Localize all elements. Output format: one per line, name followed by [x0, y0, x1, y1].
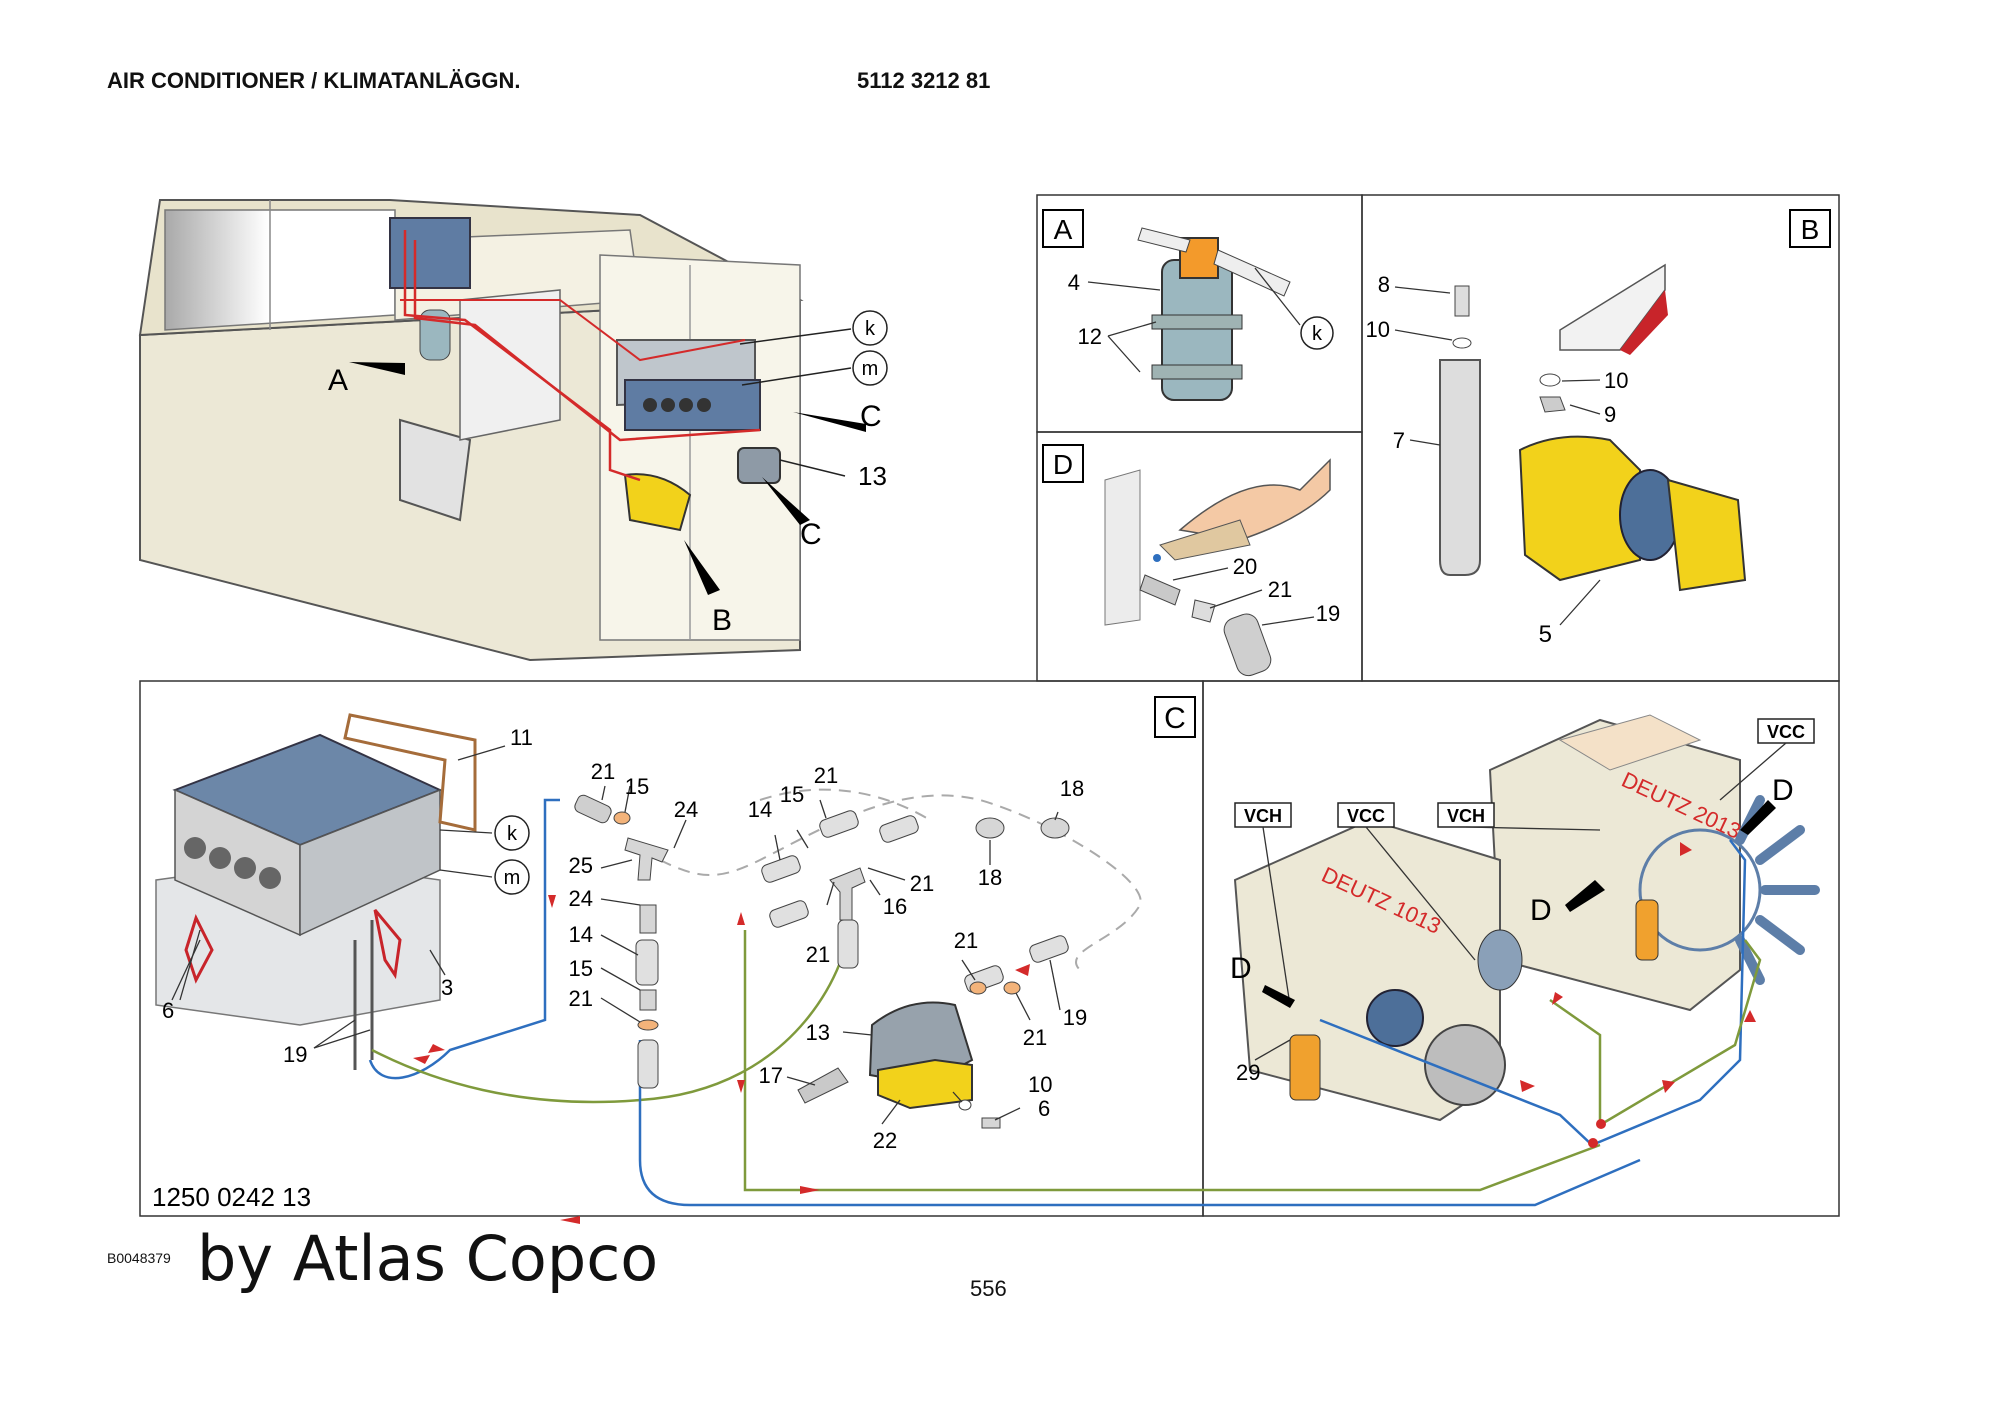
mounting-bracket	[1439, 359, 1481, 576]
compressor-b	[1518, 435, 1641, 582]
panel-a: A 4 12 k	[1042, 209, 1334, 401]
callout-D-mid: D	[1530, 894, 1552, 927]
footer-code: B0048379	[107, 1250, 171, 1266]
tag-vcc-2: VCC	[1767, 722, 1805, 742]
label-4: 4	[1068, 270, 1080, 295]
label-17: 17	[759, 1063, 783, 1088]
operator-seat	[399, 418, 472, 522]
detail-frames	[139, 194, 1840, 1217]
label-8: 8	[1378, 272, 1390, 297]
callout-B: B	[712, 604, 732, 637]
callout-k: k	[865, 318, 876, 340]
panel-b: B 8 10 10 9 7 5	[1366, 209, 1831, 648]
label-10-upper: 10	[1366, 317, 1390, 342]
compressor-box-overview	[737, 447, 781, 484]
callout-13: 13	[858, 461, 887, 491]
label-6-left: 6	[162, 998, 174, 1023]
engine-compressor	[1366, 989, 1424, 1047]
label-14: 14	[569, 922, 593, 947]
label-22: 22	[873, 1128, 897, 1153]
panel-b-tag: B	[1801, 214, 1820, 245]
label-24-lower: 24	[569, 886, 593, 911]
label-13: 13	[806, 1020, 830, 1045]
label-21-lower: 21	[569, 986, 593, 1011]
callout-k: k	[1312, 323, 1323, 345]
callout-A: A	[328, 364, 348, 397]
cab-overview	[138, 199, 804, 662]
label-15-lower: 15	[569, 956, 593, 981]
callout-C-top: C	[860, 400, 882, 433]
label-5: 5	[1539, 621, 1552, 648]
hose-blue-suction	[368, 798, 560, 1080]
label-29: 29	[1236, 1060, 1260, 1085]
hand-applying-sealant	[1178, 458, 1331, 541]
receiver-drier-small	[419, 309, 451, 361]
label-21-right: 21	[814, 763, 838, 788]
callout-m: m	[504, 867, 521, 889]
label-21: 21	[591, 759, 615, 784]
compressor-overview	[623, 473, 692, 532]
filter	[1289, 1034, 1321, 1101]
label-12: 12	[1078, 324, 1102, 349]
label-15: 15	[625, 774, 649, 799]
label-9: 9	[1604, 402, 1616, 427]
label-6-right: 6	[1038, 1096, 1050, 1121]
label-20: 20	[1233, 554, 1257, 579]
callout-C-bottom: C	[800, 518, 822, 551]
label-21-mid-lower: 21	[806, 942, 830, 967]
label-21-compressor: 21	[954, 928, 978, 953]
label-24: 24	[674, 797, 698, 822]
evaporator-unit	[389, 217, 471, 289]
overview-callouts: A C C B k m 13	[328, 310, 888, 637]
hose-end	[1223, 613, 1272, 677]
label-11: 11	[510, 725, 533, 750]
tag-vch: VCH	[1244, 806, 1282, 826]
mounting-plate	[877, 1058, 973, 1110]
part-number: 5112 3212 81	[857, 68, 991, 93]
panel-c: C 1250 0242 13	[152, 696, 1641, 1224]
panel-d-tag: D	[1053, 449, 1073, 480]
label-21-mid: 21	[910, 871, 934, 896]
label-19: 19	[1316, 601, 1340, 626]
label-21: 21	[1268, 577, 1292, 602]
label-19-right: 19	[1063, 1005, 1087, 1030]
page-title: AIR CONDITIONER / KLIMATANLÄGGN.	[107, 68, 521, 93]
panel-a-tag: A	[1054, 214, 1073, 245]
label-21-compressor-lower: 21	[1023, 1025, 1047, 1050]
label-18-upper: 18	[1060, 776, 1084, 801]
panel-engines: DEUTZ 2013 DEUTZ 1013 VCH	[1230, 714, 1820, 1148]
footer-brand: by Atlas Copco	[197, 1222, 659, 1295]
tag-vcc: VCC	[1347, 806, 1385, 826]
tag-vch-2: VCH	[1447, 806, 1485, 826]
callout-D-left: D	[1230, 952, 1252, 985]
sensor	[797, 1067, 849, 1104]
label-18-lower: 18	[978, 865, 1002, 890]
page-number: 556	[970, 1276, 1007, 1301]
callout-D-right: D	[1772, 774, 1794, 807]
label-15-right: 15	[780, 782, 804, 807]
label-19-left: 19	[283, 1042, 307, 1067]
label-10-lower: 10	[1604, 368, 1628, 393]
engine-tags: VCH VCC VCH VCC	[1234, 718, 1815, 1006]
label-3: 3	[441, 975, 453, 1000]
drawing-number: 1250 0242 13	[152, 1182, 311, 1212]
callout-k: k	[507, 823, 518, 845]
label-25: 25	[569, 853, 593, 878]
panel-c-tag: C	[1164, 702, 1186, 735]
callout-m: m	[862, 358, 879, 380]
label-10: 10	[1028, 1072, 1052, 1097]
panel-d: D 20 21 19	[1042, 444, 1340, 677]
label-14-right: 14	[748, 797, 772, 822]
label-7: 7	[1393, 428, 1405, 453]
label-16: 16	[883, 894, 907, 919]
